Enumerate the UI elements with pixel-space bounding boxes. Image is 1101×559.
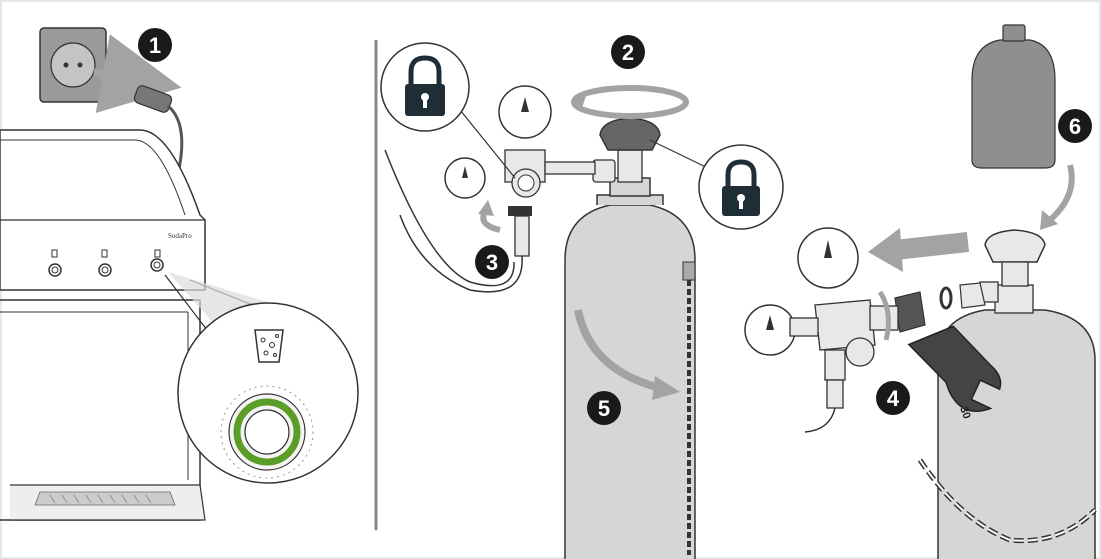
- step-4-badge: 4: [876, 381, 910, 415]
- soda-machine: SodaPro: [0, 130, 205, 520]
- glass-icon: [255, 330, 283, 362]
- step-5-badge: 5: [587, 391, 621, 425]
- step-1-badge: 1: [138, 28, 172, 62]
- step-6-number: 6: [1069, 114, 1081, 139]
- step-2-badge: 2: [611, 35, 645, 69]
- step-3-badge: 3: [475, 245, 509, 279]
- regulator-3: [745, 228, 898, 432]
- new-co2-cylinder-icon: [972, 25, 1055, 168]
- step-6-badge: 6: [1058, 109, 1092, 143]
- step-3-number: 3: [486, 250, 498, 275]
- move-arrow: [868, 228, 968, 272]
- insert-arrow: [1040, 165, 1072, 230]
- step-1-number: 1: [149, 33, 161, 58]
- step-5-number: 5: [598, 396, 610, 421]
- svg-text:SodaPro: SodaPro: [168, 232, 192, 240]
- step-2-number: 2: [622, 40, 634, 65]
- tighten-arrow: [478, 200, 500, 230]
- button-zoom-callout: [165, 272, 358, 483]
- rotate-arrow: [572, 88, 686, 116]
- co2-cylinder-icon: [565, 178, 695, 559]
- wall-socket-icon: [40, 28, 106, 102]
- step-4-number: 4: [887, 386, 900, 411]
- cylinder-valve: [593, 118, 660, 182]
